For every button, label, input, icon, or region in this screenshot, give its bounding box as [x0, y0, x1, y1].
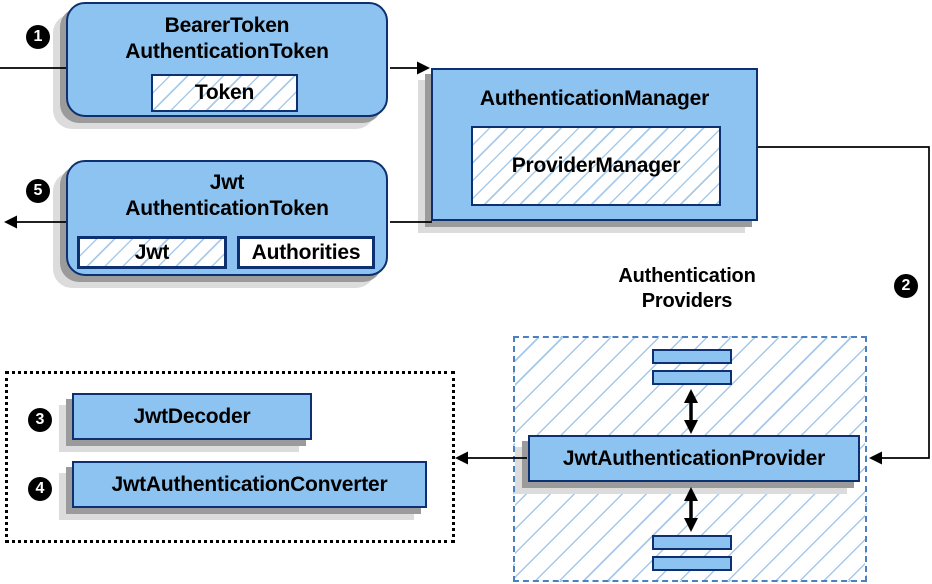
step-5-number: 5: [33, 182, 43, 199]
provider-manager-slot: ProviderManager: [471, 126, 721, 206]
jwt-token-title-line2: AuthenticationToken: [125, 197, 329, 220]
generic-provider-bar: [652, 535, 732, 550]
step-1-number: 1: [33, 28, 43, 45]
step-3-badge: 3: [28, 408, 52, 432]
step-5-badge: 5: [26, 179, 50, 203]
jwt-decoder-label: JwtDecoder: [133, 404, 251, 428]
providers-caption-line1: Authentication: [618, 265, 756, 287]
jwt-authentication-converter-label: JwtAuthenticationConverter: [111, 472, 388, 496]
generic-provider-bar: [652, 349, 732, 364]
token-slot-label: Token: [194, 81, 255, 104]
jwt-slot-label: Jwt: [134, 240, 170, 264]
generic-provider-bar: [652, 370, 732, 385]
bearer-to-manager-arrow: [390, 61, 430, 75]
authentication-providers-caption: Authentication Providers: [577, 264, 797, 316]
jwt-decoder-node: JwtDecoder: [72, 393, 312, 440]
provider-manager-label: ProviderManager: [511, 154, 681, 177]
authorities-slot: Authorities: [237, 236, 375, 269]
token-slot: Token: [151, 74, 298, 112]
jwt-token-node-title: Jwt AuthenticationToken: [68, 170, 386, 222]
bearer-token-title-line1: BearerToken: [164, 14, 290, 37]
jwt-authentication-provider-node: JwtAuthenticationProvider: [528, 435, 860, 482]
jwt-authentication-provider-label: JwtAuthenticationProvider: [562, 446, 826, 470]
bearer-token-title-line2: AuthenticationToken: [125, 40, 329, 63]
step-4-badge: 4: [28, 477, 52, 501]
step-3-number: 3: [35, 411, 45, 428]
step-2-badge: 2: [894, 274, 918, 298]
jwt-slot: Jwt: [77, 236, 227, 269]
authentication-manager-title: AuthenticationManager: [479, 87, 710, 110]
outgoing-result-arrow: [4, 215, 66, 229]
generic-provider-bar: [652, 556, 732, 571]
authorities-slot-label: Authorities: [251, 240, 361, 264]
step-1-badge: 1: [26, 25, 50, 49]
jwt-authentication-converter-node: JwtAuthenticationConverter: [72, 461, 427, 508]
jwt-token-title-line1: Jwt: [209, 171, 245, 194]
bearer-token-authentication-token-node: BearerToken AuthenticationToken: [66, 2, 388, 117]
jwt-converter-group: [5, 371, 455, 543]
bearer-token-node-title: BearerToken AuthenticationToken: [68, 13, 386, 65]
step-4-number: 4: [35, 480, 45, 497]
step-2-number: 2: [901, 277, 911, 294]
providers-caption-line2: Providers: [641, 290, 733, 312]
